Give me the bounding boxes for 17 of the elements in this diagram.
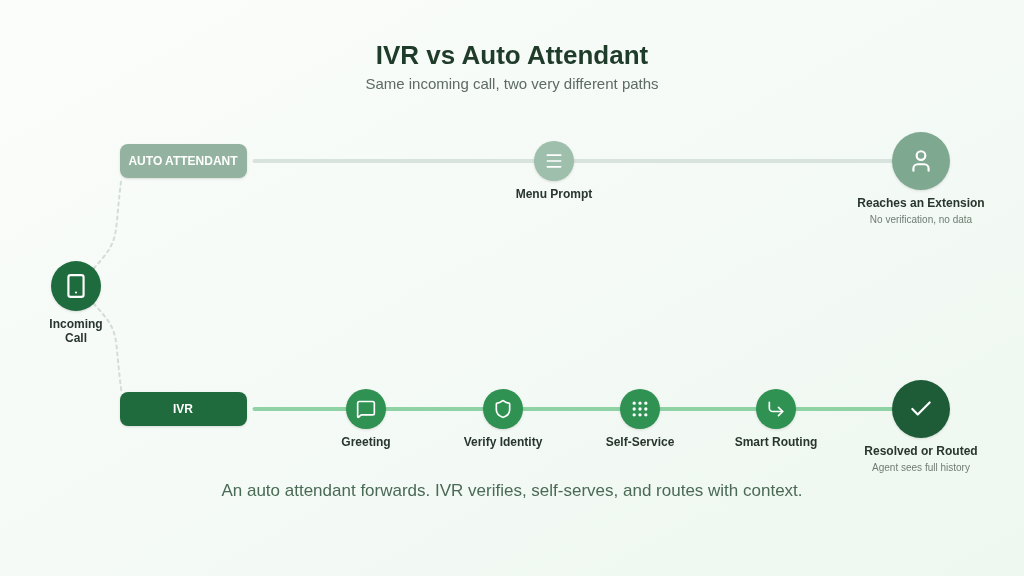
path-label-box: IVR [119, 392, 247, 426]
step-label: Reaches an Extension [857, 196, 985, 210]
dashed-connector [92, 302, 123, 393]
step-label: Self-Service [605, 435, 675, 449]
step-note: Agent sees full history [872, 461, 970, 475]
step-label: Verify Identity [463, 435, 543, 449]
step-label: Menu Prompt [515, 187, 593, 201]
step-note: No verification, no data [869, 213, 973, 227]
title: IVR vs Auto Attendant [375, 39, 649, 72]
step-label: Incoming Call [48, 317, 104, 345]
connector-line [252, 407, 348, 411]
step-label: Resolved or Routed [864, 444, 978, 458]
subtitle: Same incoming call, two very different paths [365, 74, 659, 94]
caption: An auto attendant forwards. IVR verifies, self-serves, and routes with context. [221, 480, 803, 502]
path-label-box: AUTO ATTENDANT [119, 144, 247, 178]
step-label: Greeting [341, 435, 391, 449]
step-label: Smart Routing [734, 435, 818, 449]
